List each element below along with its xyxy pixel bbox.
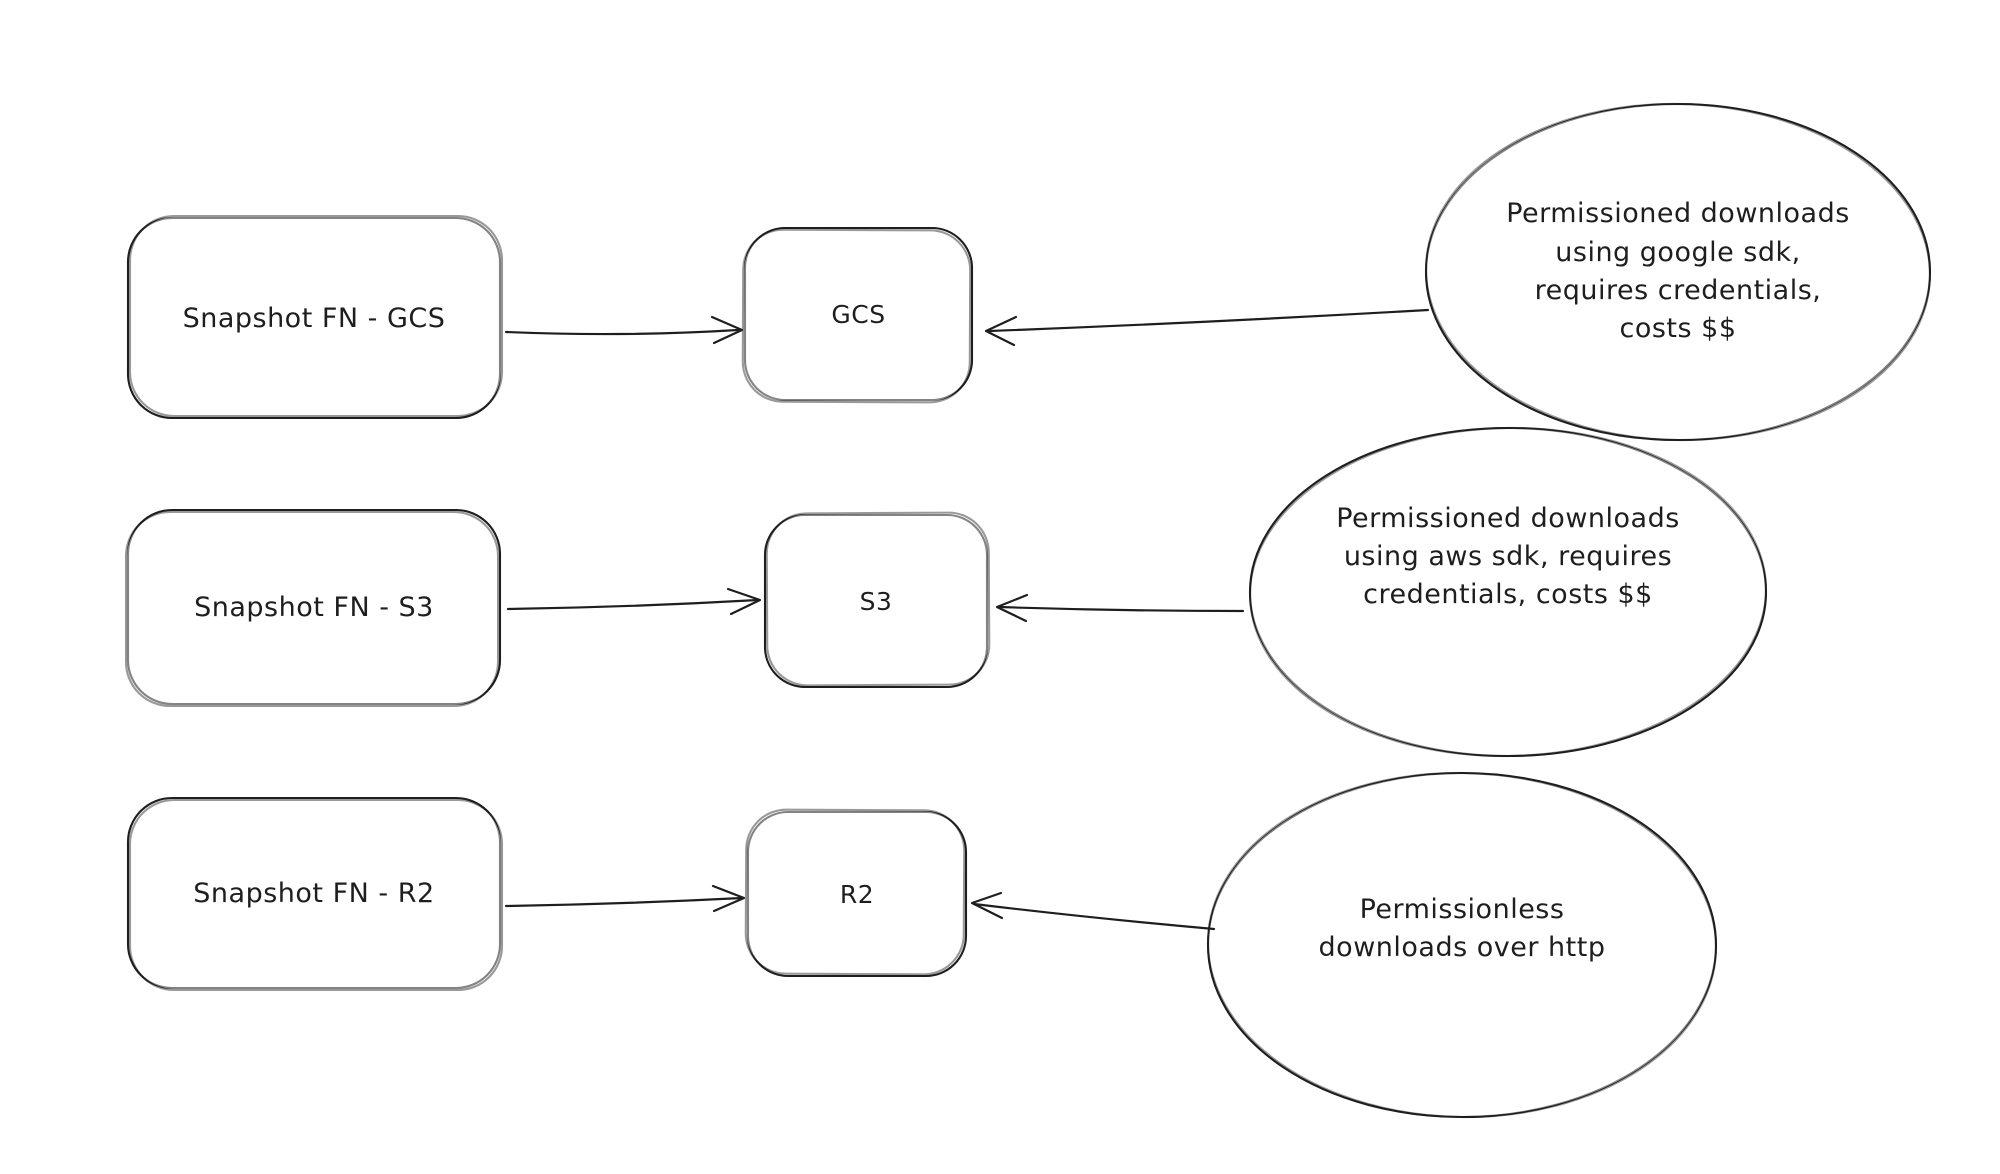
source-node-r2-label: Snapshot FN - R2	[193, 877, 435, 909]
storage-box-s3-shape	[763, 511, 991, 689]
arrow-note-r2-to-r2	[970, 891, 1216, 931]
storage-node-r2-label: R2	[839, 879, 875, 909]
arrow-note-s3-to-s3	[995, 593, 1245, 623]
annotation-ellipse-gcs-shape	[1421, 97, 1935, 447]
source-node-gcs-label: Snapshot FN - GCS	[182, 302, 446, 334]
source-box-gcs-shape	[126, 214, 504, 420]
annotation-note-gcs-label: Permissioned downloads using google sdk,…	[1506, 198, 1850, 345]
storage-box-gcs-shape	[741, 226, 974, 404]
arrow-note-gcs-to-gcs	[984, 308, 1430, 347]
storage-box-r2-shape	[744, 808, 968, 978]
storage-node-s3-label: S3	[859, 586, 893, 616]
source-node-s3-label: Snapshot FN - S3	[194, 591, 434, 623]
arrow-snapshot-gcs-to-gcs	[504, 315, 744, 345]
annotation-note-s3-label: Permissioned downloads using aws sdk, re…	[1336, 502, 1680, 611]
source-box-r2-shape	[126, 796, 504, 992]
arrow-snapshot-r2-to-r2	[504, 884, 746, 913]
annotation-ellipse-s3-shape	[1246, 422, 1770, 762]
source-box-s3-shape	[124, 508, 502, 708]
arrow-snapshot-s3-to-s3	[506, 587, 762, 616]
storage-node-gcs-label: GCS	[831, 299, 886, 329]
annotation-note-r2-label: Permissionless downloads over http	[1318, 893, 1606, 963]
annotation-ellipse-r2-shape	[1203, 767, 1721, 1123]
